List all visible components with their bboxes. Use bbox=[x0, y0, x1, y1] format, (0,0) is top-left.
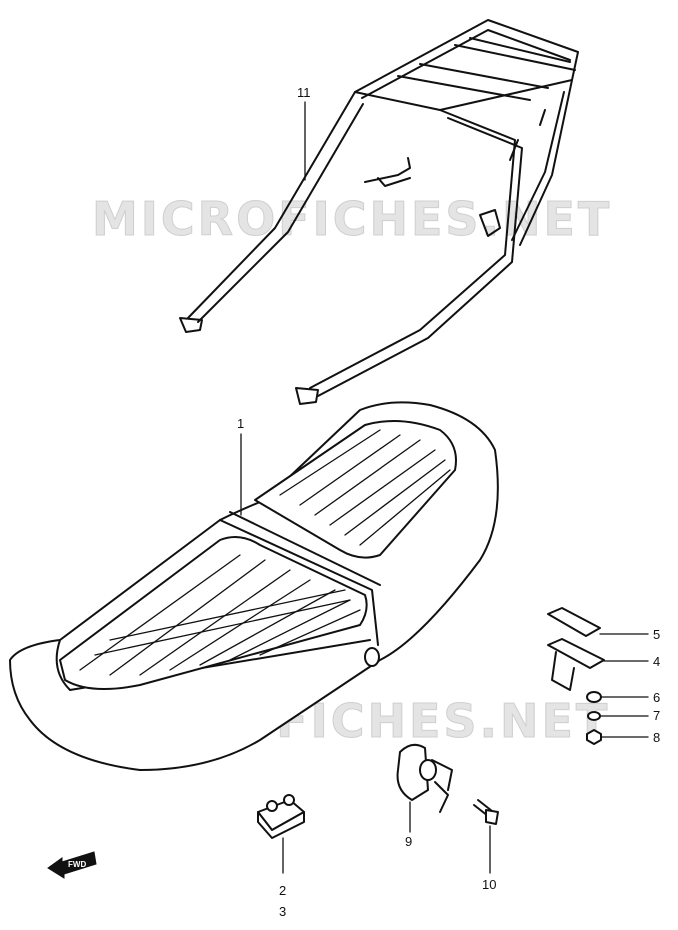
part-number-11: 11 bbox=[297, 85, 311, 100]
part-number-2: 2 bbox=[279, 883, 286, 898]
watermark-top: MICROFICHES.NET bbox=[92, 192, 612, 246]
part-number-3: 3 bbox=[279, 904, 286, 919]
part-number-7: 7 bbox=[653, 708, 660, 723]
nut-drawing bbox=[586, 729, 602, 745]
seat-lock-drawing bbox=[396, 743, 453, 813]
part-number-6: 6 bbox=[653, 690, 660, 705]
part-number-8: 8 bbox=[653, 730, 660, 745]
seat-hook-drawing bbox=[547, 638, 605, 691]
seat-drawing bbox=[9, 401, 499, 771]
part-number-9: 9 bbox=[405, 834, 412, 849]
rear-carrier-drawing bbox=[179, 19, 579, 405]
forward-label: FWD bbox=[68, 860, 86, 869]
part-number-10: 10 bbox=[482, 877, 496, 892]
hook-plate-drawing bbox=[547, 607, 601, 637]
screw-drawing bbox=[473, 799, 499, 825]
part-number-5: 5 bbox=[653, 627, 660, 642]
forward-arrow-icon: FWD bbox=[47, 851, 97, 879]
spring-washer-drawing bbox=[587, 711, 601, 721]
part-number-4: 4 bbox=[653, 654, 660, 669]
part-number-1: 1 bbox=[237, 416, 244, 431]
washer-drawing bbox=[586, 691, 602, 703]
cushion-drawing bbox=[257, 794, 305, 839]
